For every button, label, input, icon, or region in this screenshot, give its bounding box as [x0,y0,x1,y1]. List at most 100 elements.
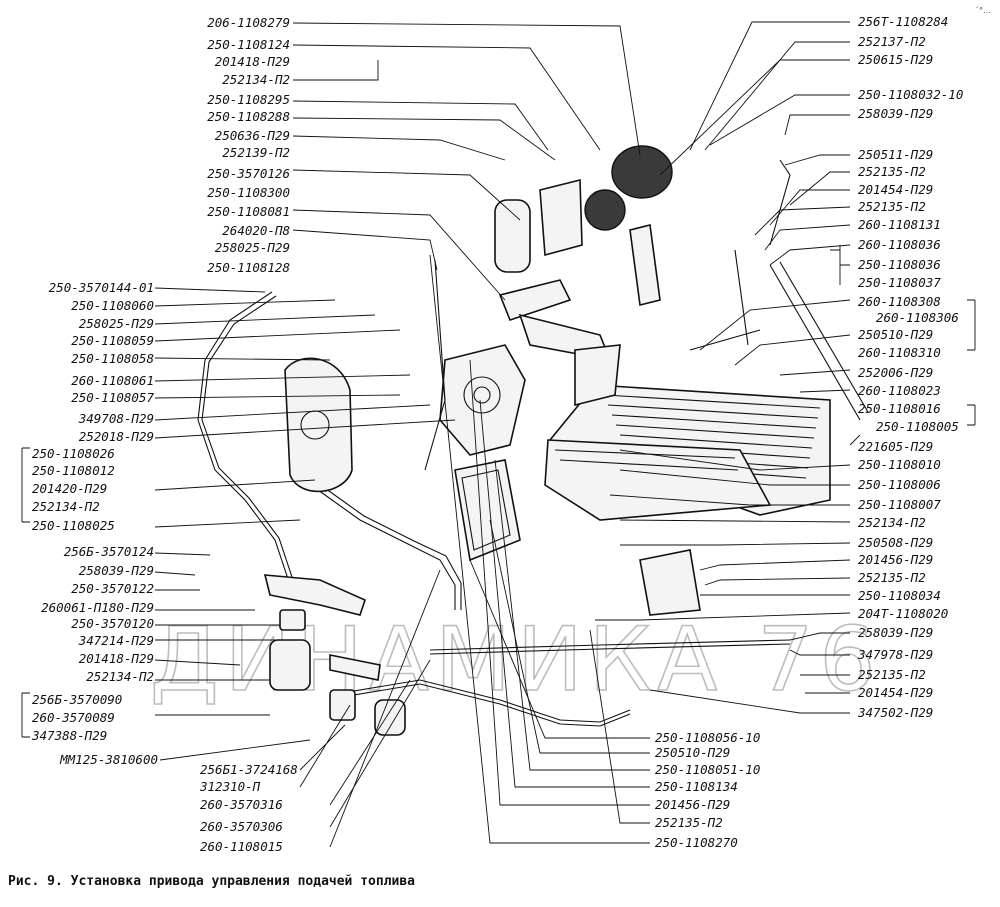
part-number-label: 250-1108060 [71,298,154,313]
figure-caption: Рис. 9. Установка привода управления под… [8,874,415,889]
part-number-label: 201418-П29 [79,651,154,666]
part-number-label: 250-3570122 [71,581,154,596]
part-number-label: 260-1108308 [858,294,941,309]
part-number-label: 347502-П29 [857,705,933,720]
bottom-left-fittings [263,574,406,736]
part-number-label: 260061-П180-П29 [41,600,154,615]
part-number-label: 256Т-1108284 [858,14,948,29]
part-number-label: 250510-П29 [655,745,730,760]
part-number-label: 258025-П29 [215,240,290,255]
bottom-left-callout-labels: 256Б1-3724168 312310-П 260-3570316 260-3570… [199,762,298,854]
part-number-label: 258025-П29 [79,316,154,331]
part-number-label: 250508-П29 [858,535,933,550]
part-number-label: 349708-П29 [78,411,154,426]
part-number-label: 256Б-3570124 [64,544,154,559]
part-number-label: 250511-П29 [858,147,933,162]
part-number-label: 250-1108081 [207,204,290,219]
part-number-label: 252137-П2 [858,34,926,49]
part-number-label: 252134-П2 [222,72,290,87]
part-number-label: 252134-П2 [858,515,926,530]
part-number-label: 252135-П2 [858,164,926,179]
part-number-label: 347214-П29 [78,633,154,648]
part-number-label: 250-1108034 [858,588,941,603]
part-number-label: 256Б-3570090 [32,692,122,707]
part-number-label: 252135-П2 [858,667,926,682]
part-number-label: 250-1108270 [655,835,738,850]
part-number-label: 250-1108056-10 [655,730,760,745]
part-number-label: 260-1108023 [858,383,941,398]
part-number-label: 250-1108010 [858,457,941,472]
corner-mark: ´°… [975,6,991,15]
part-number-label: 252135-П2 [655,815,723,830]
part-number-label: 252135-П2 [858,199,926,214]
part-number-label: 250-3570144-01 [49,280,154,295]
part-number-label: 201456-П29 [655,797,730,812]
part-number-label: 252018-П29 [79,429,154,444]
part-number-label: 258039-П29 [79,563,154,578]
part-number-label: 250-1108300 [207,185,290,200]
part-number-label: 250-3570120 [71,616,154,631]
leader-lines [21,21,976,848]
fuel-rod-line [197,291,791,727]
part-number-label: 347388-П29 [31,728,107,743]
part-number-label: 250-1108124 [207,37,290,52]
part-number-label: 264020-П8 [222,223,290,238]
part-number-label: 201454-П29 [858,685,933,700]
part-number-label: 250-3570126 [207,166,290,181]
housing-assembly [284,357,353,493]
part-number-label: 250-1108007 [858,497,941,512]
part-number-label: 260-1108310 [858,345,941,360]
part-number-label: 250-1108057 [71,390,154,405]
part-number-label: 201454-П29 [858,182,933,197]
part-number-label: 201418-П29 [215,54,290,69]
left-callout-labels: 206-1108279 250-1108124 201418-П29 252134-П… [31,15,290,767]
part-number-label: 256Б1-3724168 [200,762,298,777]
right-callout-labels: 256Т-1108284 252137-П2 250615-П29 250-11080… [857,14,963,720]
part-number-label: 221605-П29 [858,439,933,454]
part-number-label: 258039-П29 [858,106,933,121]
part-number-label: 250-1108059 [71,333,154,348]
part-number-label: 250-1108006 [858,477,941,492]
part-number-label: 252135-П2 [858,570,926,585]
part-number-label: 250510-П29 [858,327,933,342]
part-number-label: 250-1108051-10 [655,762,760,777]
pedal-assembly [544,384,831,616]
part-number-label: 206-1108279 [207,15,290,30]
part-number-label: 250-1108016 [858,401,941,416]
part-number-label: 250-1108005 [876,419,959,434]
part-number-label: 260-1108015 [200,839,283,854]
part-number-label: 260-1108131 [858,217,941,232]
part-number-label: 204Т-1108020 [858,606,948,621]
part-number-label: 260-3570089 [32,710,115,725]
spring-and-lever-parts [498,249,869,421]
part-number-label: 201456-П29 [858,552,933,567]
part-number-label: 250-1108037 [858,275,941,290]
part-number-label: 252134-П2 [86,669,154,684]
part-number-label: 201420-П29 [32,481,107,496]
part-number-label: 250-1108025 [32,518,115,533]
part-number-label: 252006-П29 [858,365,933,380]
part-number-label: 250615-П29 [858,52,933,67]
part-number-label: 250636-П29 [215,128,290,143]
part-number-label: 250-1108026 [32,446,115,461]
part-number-label: 250-1108134 [655,779,738,794]
part-number-label: 260-1108061 [71,373,154,388]
part-number-label: 250-1108058 [71,351,154,366]
part-number-label: 260-3570306 [200,819,283,834]
part-number-label: 260-1108306 [876,310,959,325]
part-number-label: 250-1108128 [207,260,290,275]
part-number-label: 250-1108295 [207,92,290,107]
part-number-label: 347978-П29 [857,647,933,662]
part-number-label: 250-1108032-10 [858,87,963,102]
part-number-label: 260-3570316 [200,797,283,812]
throttle-bracket-assembly [439,344,526,562]
part-number-label: 258039-П29 [858,625,933,640]
part-number-label: 252139-П2 [222,145,290,160]
part-number-label: 250-1108288 [207,109,290,124]
part-number-label: 312310-П [199,779,261,794]
part-number-label: 250-1108036 [858,257,941,272]
part-number-label: ММ125-3810600 [59,752,158,767]
